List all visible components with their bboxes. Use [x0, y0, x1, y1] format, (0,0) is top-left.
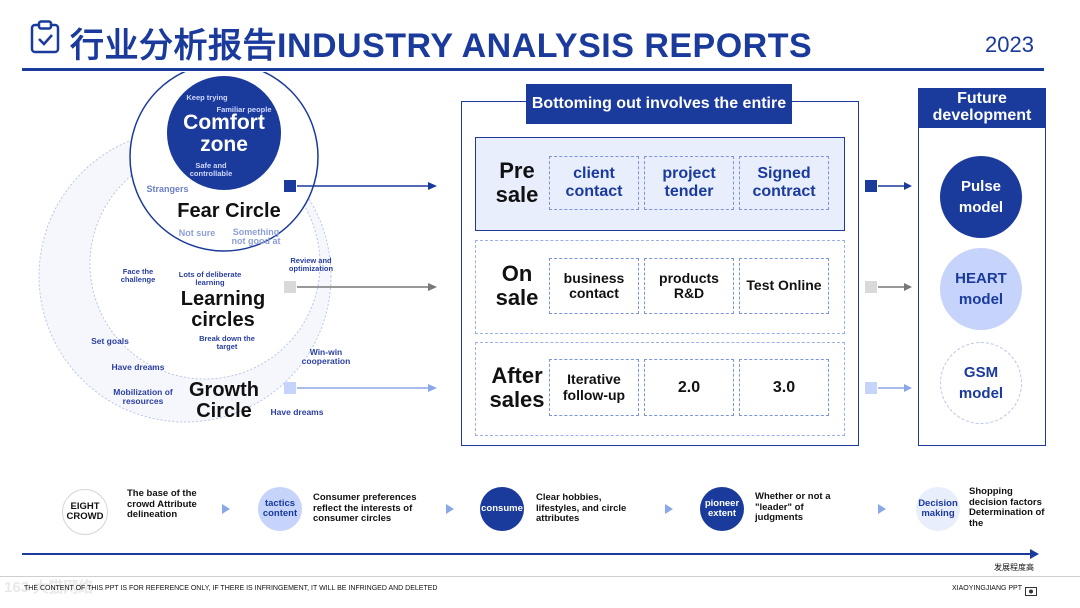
progress-axis-line — [22, 553, 1032, 555]
project-tender-cell: project tender — [644, 156, 734, 210]
tactics-content-circle: tactics content — [258, 487, 302, 531]
progress-axis-arrow-icon — [1030, 549, 1039, 559]
have-dreams-label-2: Have dreams — [270, 407, 324, 417]
not-sure-label: Not sure — [178, 228, 216, 238]
learning-circles-title: Learning circles — [158, 289, 288, 331]
growth-line1: Growth — [189, 379, 259, 401]
bottom-arrow-2 — [446, 504, 454, 514]
sales-stage-header: Bottoming out involves the entire — [526, 84, 792, 124]
year-label: 2023 — [985, 32, 1034, 57]
after-sales-label: After sales — [489, 363, 545, 413]
win-win-label: Win-win cooperation — [301, 347, 351, 366]
gsm-model-circle: GSM model — [940, 342, 1022, 424]
eight-crowd-circle: EIGHT CROWD — [62, 489, 108, 535]
strangers-label: Strangers — [146, 184, 189, 194]
decision-making-circle: Decision making — [916, 487, 960, 531]
products-rd-cell: products R&D — [644, 258, 734, 314]
comfort-line2: zone — [200, 133, 248, 157]
circle-diagram — [38, 72, 437, 423]
clipboard-icon — [30, 20, 60, 59]
tactics-content-text: Consumer preferences reflect the interes… — [313, 492, 417, 525]
keep-trying-label: Keep trying — [186, 93, 228, 102]
face-challenge-label: Face the challenge — [120, 267, 156, 284]
learning-line1: Learning — [180, 288, 266, 310]
signed-contract-cell: Signed contract — [739, 156, 829, 210]
client-contact-cell: client contact — [549, 156, 639, 210]
business-contact-cell: business contact — [549, 258, 639, 314]
page-title: 行业分析报告INDUSTRY ANALYSIS REPORTS — [70, 18, 812, 67]
comfort-line1: Comfort — [183, 111, 265, 134]
bottom-arrow-4 — [878, 504, 886, 514]
version-3-cell: 3.0 — [739, 359, 829, 416]
future-header: Future development — [918, 88, 1046, 128]
iterative-followup-cell: Iterative follow-up — [549, 359, 639, 416]
version-2-cell: 2.0 — [644, 359, 734, 416]
deliberate-learning-label: Lots of deliberate learning — [178, 270, 242, 287]
consume-circle: consume — [480, 487, 524, 531]
bottom-arrow-1 — [222, 504, 230, 514]
heart-model-circle: HEART model — [940, 248, 1022, 330]
have-dreams-label-1: Have dreams — [111, 362, 165, 372]
review-optimization-label: Review and optimization — [288, 256, 334, 273]
consume-text: Clear hobbies, lifestyles, and circle at… — [536, 492, 627, 525]
watermark: 163 大猫网络 — [4, 579, 94, 596]
safe-controllable-label: Safe and controllable — [189, 161, 233, 178]
pioneer-extent-text: Whether or not a "leader" of judgments — [755, 491, 831, 524]
growth-line2: Circle — [196, 400, 252, 422]
fear-circle-title: Fear Circle — [177, 200, 281, 222]
mobilization-label: Mobilization of resources — [113, 387, 173, 406]
connector-arrows-right — [865, 180, 912, 394]
growth-circle-title: Growth Circle — [166, 380, 282, 422]
something-label: Something not good at — [231, 227, 281, 247]
pioneer-extent-circle: pioneer extent — [700, 487, 744, 531]
set-goals-label: Set goals — [91, 336, 129, 346]
footer-brand: XIAOYINGJIANG PPT — [951, 585, 1022, 592]
pulse-model-circle: Pulse model — [940, 156, 1022, 238]
footer-disclaimer: THE CONTENT OF THIS PPT IS FOR REFERENCE… — [24, 585, 438, 592]
footer-divider — [0, 576, 1080, 577]
brand-logo-icon — [1025, 584, 1037, 602]
comfort-zone-title: Comfort zone — [164, 111, 284, 157]
test-online-cell: Test Online — [739, 258, 829, 314]
eight-crowd-text: The base of the crowd Attribute delineat… — [127, 488, 197, 521]
bottom-arrow-3 — [665, 504, 673, 514]
title-en: INDUSTRY ANALYSIS REPORTS — [277, 27, 813, 65]
header-divider — [22, 68, 1044, 71]
on-sale-label: On sale — [495, 261, 539, 311]
break-target-label: Break down the target — [199, 334, 255, 351]
axis-label: 发展程度高 — [994, 563, 1034, 572]
pre-sale-label: Pre sale — [495, 158, 539, 208]
learning-line2: circles — [191, 309, 255, 331]
decision-making-text: Shopping decision factors Determination … — [969, 486, 1045, 529]
title-cn: 行业分析报告 — [70, 27, 277, 65]
familiar-people-label: Familiar people — [216, 105, 272, 114]
